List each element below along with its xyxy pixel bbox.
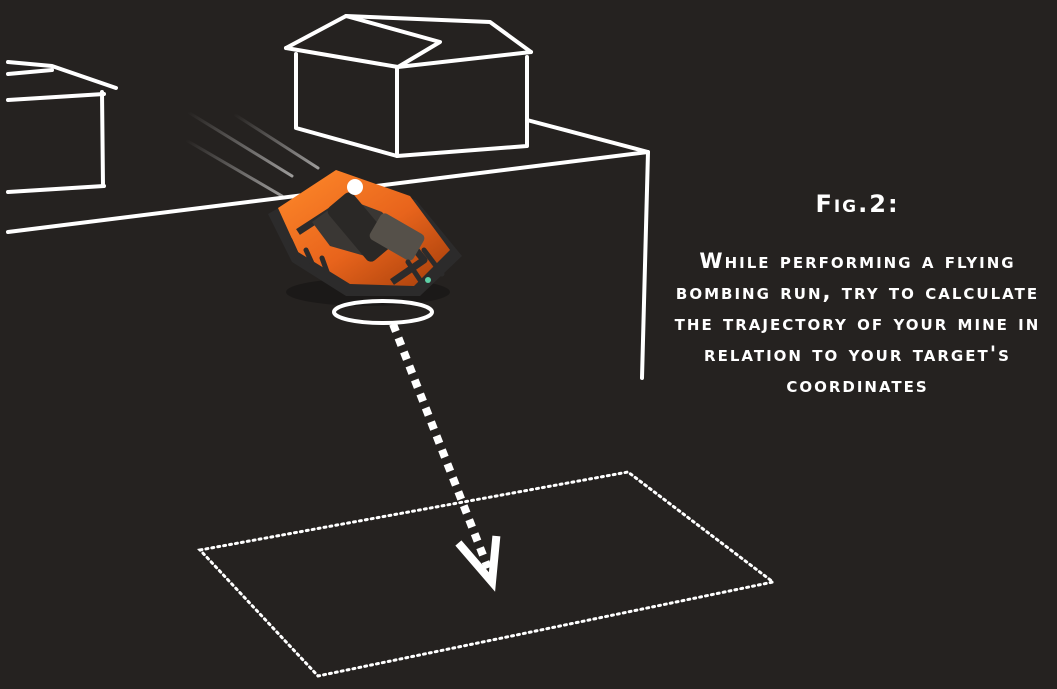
figure-description: While performing a flying bombing run, t… — [674, 249, 1041, 397]
trajectory-arrow — [389, 322, 501, 592]
figure-label: Fig.2: — [815, 190, 900, 218]
figure-caption: Fig.2: While performing a flying bombing… — [660, 190, 1055, 401]
target-area-dotted-zone — [197, 470, 777, 678]
left-house-sketch — [6, 60, 118, 194]
mine-dot-icon — [347, 179, 363, 195]
tank-icon — [268, 170, 462, 306]
motion-streaks — [184, 110, 320, 198]
hover-ring — [332, 299, 434, 325]
right-house-sketch — [284, 14, 533, 158]
